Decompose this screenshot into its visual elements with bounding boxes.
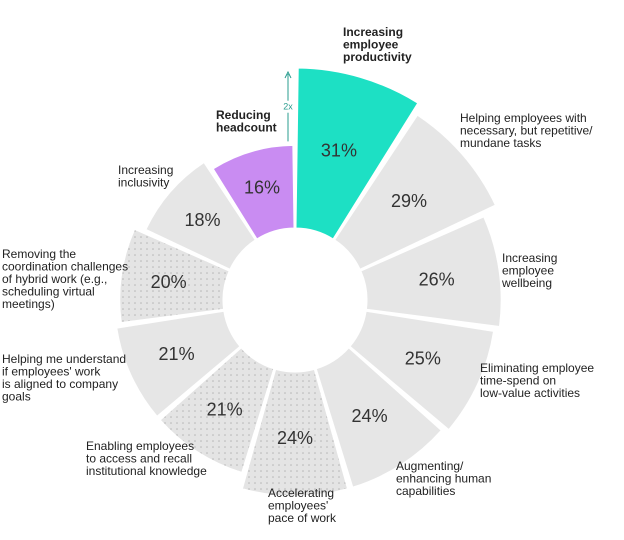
- category-label: productivity: [343, 50, 412, 64]
- comparison-arrow-icon: [284, 70, 292, 79]
- comparison-label-bg: [280, 100, 296, 113]
- value-label: 25%: [405, 348, 441, 368]
- chart-segment: [349, 310, 495, 431]
- category-label: Increasing: [343, 25, 403, 39]
- category-label: inclusivity: [118, 176, 169, 190]
- category-label: of hybrid work (e.g.,: [2, 272, 107, 286]
- category-label: Increasing: [502, 251, 557, 265]
- category-label: institutional knowledge: [86, 464, 207, 478]
- chart-segment: [159, 347, 275, 473]
- category-label: Accelerating: [268, 486, 334, 500]
- category-label: scheduling virtual: [2, 285, 95, 299]
- category-label: Removing the: [2, 247, 76, 261]
- category-label: employee: [343, 38, 399, 52]
- chart-segment: [295, 67, 419, 240]
- chart-segment: [334, 114, 497, 270]
- value-label: 20%: [151, 272, 187, 292]
- category-label: if employees' work: [2, 365, 101, 379]
- category-label: coordination challenges: [2, 260, 128, 274]
- category-label: Augmenting/: [396, 459, 464, 473]
- chart-segment: [241, 368, 349, 497]
- value-label: 29%: [391, 191, 427, 211]
- category-label: to access and recall: [86, 452, 192, 466]
- category-label: mundane tasks: [460, 136, 541, 150]
- category-label: wellbeing: [501, 276, 552, 290]
- comparison-label: 2x: [283, 102, 293, 112]
- value-label: 18%: [184, 210, 220, 230]
- category-label: Helping employees with: [460, 111, 587, 125]
- category-label: headcount: [216, 121, 277, 135]
- category-label: employee: [502, 264, 554, 278]
- chart-segment: [315, 347, 442, 488]
- category-label: goals: [2, 390, 31, 404]
- value-label: 21%: [207, 400, 243, 420]
- category-label: low-value activities: [480, 386, 580, 400]
- category-label: Helping me understand: [2, 352, 126, 366]
- category-label: pace of work: [268, 511, 337, 525]
- value-label: 24%: [277, 428, 313, 448]
- chart-segment: [116, 310, 241, 417]
- chart-segment: [119, 228, 230, 324]
- value-label: 26%: [419, 270, 455, 290]
- category-label: Eliminating employee: [480, 361, 594, 375]
- category-label: meetings): [2, 297, 55, 311]
- category-label: capabilities: [396, 484, 455, 498]
- chart-segment: [212, 144, 295, 240]
- category-label: time-spend on: [480, 374, 556, 388]
- value-label: 31%: [321, 140, 357, 160]
- category-label: necessary, but repetitive/: [460, 124, 593, 138]
- chart-segment: [360, 216, 502, 328]
- category-label: Enabling employees: [86, 439, 194, 453]
- value-label: 16%: [244, 177, 280, 197]
- category-label: is aligned to company: [2, 377, 118, 391]
- value-label: 24%: [352, 406, 388, 426]
- category-label: Increasing: [118, 163, 173, 177]
- category-label: Reducing: [216, 108, 271, 122]
- category-label: employees': [268, 499, 328, 513]
- value-label: 21%: [159, 344, 195, 364]
- category-label: enhancing human: [396, 472, 491, 486]
- chart-segment: [145, 161, 256, 270]
